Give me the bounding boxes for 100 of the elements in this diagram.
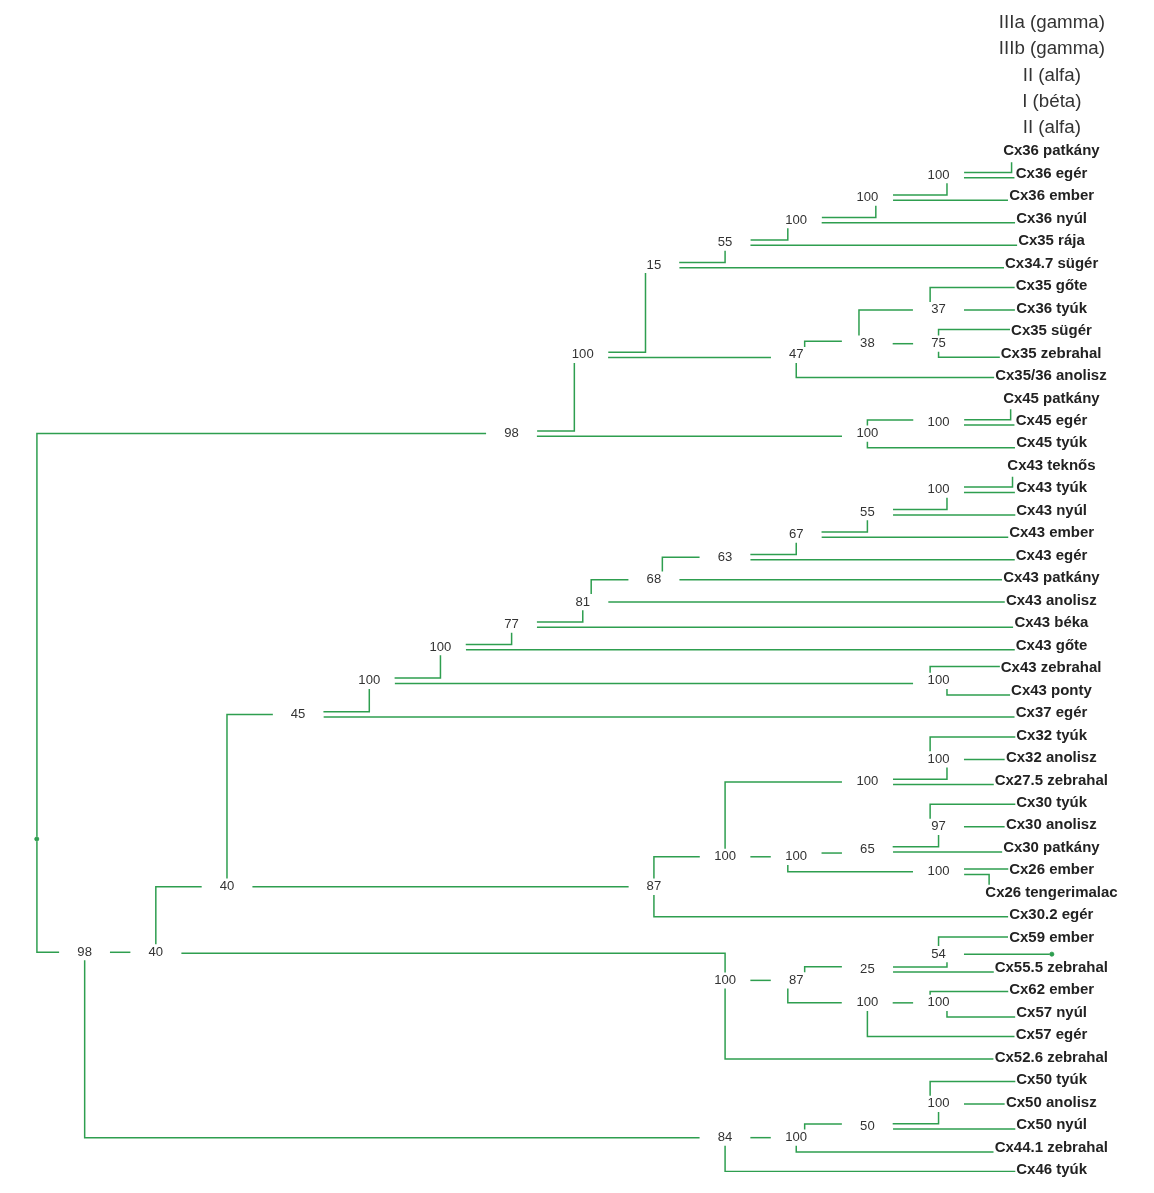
connector <box>787 864 914 873</box>
connector <box>607 356 772 359</box>
node-text: Cx44.1 zebrahal <box>994 1137 1108 1155</box>
connector <box>83 959 701 1139</box>
connector <box>180 952 726 974</box>
node-text: Cx57 egér <box>1015 1025 1088 1043</box>
label: I (béta) <box>1022 89 1082 111</box>
node-text: 98 <box>77 943 92 959</box>
connector <box>820 852 843 854</box>
node-text: 81 <box>575 593 591 609</box>
node-text: 63 <box>717 548 733 564</box>
connector <box>963 309 1016 311</box>
node-text: 40 <box>219 878 235 894</box>
connector <box>749 979 772 982</box>
node-text: Cx43 zebrahal <box>1000 658 1102 676</box>
connector <box>749 559 1016 561</box>
connector <box>963 177 1016 179</box>
connector <box>866 419 914 427</box>
node-text: 87 <box>646 878 662 894</box>
node-text: 100 <box>856 425 879 441</box>
node-text: 38 <box>860 335 875 351</box>
connector <box>866 1010 1016 1038</box>
node-text: 100 <box>714 848 737 864</box>
node-text: Cx35 sügér <box>1011 321 1092 339</box>
node-text: 100 <box>856 189 879 205</box>
node-text: Cx43 egér <box>1015 545 1088 563</box>
node-text: Cx30.2 egér <box>1009 905 1094 923</box>
node-text: Cx43 gőte <box>1015 635 1088 653</box>
node-text: Cx43 teknős <box>1007 455 1096 473</box>
node-text: 55 <box>860 503 875 519</box>
node-text: Cx26 ember <box>1009 860 1095 878</box>
connector <box>892 783 995 786</box>
node-text: 100 <box>785 848 808 864</box>
node-text: 100 <box>927 863 950 879</box>
connector <box>963 868 1009 870</box>
label: II (alfa) <box>1022 63 1081 85</box>
node-text: 84 <box>717 1129 733 1145</box>
connector <box>963 408 1012 421</box>
connector <box>891 342 914 345</box>
node-text: Cx52.6 zebrahal <box>994 1047 1108 1065</box>
connector <box>963 826 1006 828</box>
connector <box>892 497 948 511</box>
connector <box>795 1145 995 1153</box>
connector <box>858 309 914 337</box>
node-text: 54 <box>931 945 946 961</box>
node-text: Cx45 egér <box>1015 410 1088 428</box>
connector <box>36 840 60 954</box>
connector <box>749 542 797 556</box>
node-text: 100 <box>571 346 594 362</box>
connector <box>929 286 1016 303</box>
connector <box>749 856 772 858</box>
connector <box>963 1103 1006 1105</box>
connector <box>36 432 487 838</box>
connector <box>465 648 1016 651</box>
connector <box>724 987 995 1060</box>
connector <box>109 951 132 954</box>
connector <box>892 971 995 973</box>
node-text: 100 <box>429 638 452 654</box>
connector <box>963 491 1016 494</box>
connector <box>963 161 1013 174</box>
node-text: Cx45 tyúk <box>1016 433 1087 451</box>
connector <box>937 351 1001 359</box>
connector <box>946 688 1011 696</box>
connector <box>607 272 647 354</box>
connector <box>251 886 630 888</box>
connector <box>963 424 1016 426</box>
node-text: Cx27.5 zebrahal <box>994 770 1108 788</box>
connector <box>937 328 1011 337</box>
node-text: Cx36 tyúk <box>1016 298 1087 316</box>
connector <box>465 631 513 646</box>
node-text: 100 <box>927 1095 950 1111</box>
node-text: Cx35 rája <box>1018 231 1085 249</box>
node-text: 98 <box>504 425 519 441</box>
connector <box>226 713 274 880</box>
connector <box>892 199 1009 202</box>
node-text: Cx36 nyúl <box>1016 208 1087 226</box>
connector <box>891 1002 914 1004</box>
connector <box>892 766 948 780</box>
label: IIIa (gamma) <box>998 11 1105 33</box>
connector <box>749 244 1018 246</box>
connector <box>866 440 1016 449</box>
node-text: 50 <box>860 1117 875 1133</box>
connector <box>803 1123 843 1131</box>
node-text: Cx36 patkány <box>1003 141 1100 159</box>
connector <box>322 716 1016 718</box>
connector <box>929 736 1017 753</box>
connector <box>820 536 1009 539</box>
node-text: Cx43 patkány <box>1003 568 1100 586</box>
node-text: Cx30 tyúk <box>1016 792 1087 810</box>
connector <box>661 556 701 573</box>
node-text: 100 <box>856 994 879 1010</box>
node-text: Cx30 patkány <box>1003 837 1100 855</box>
node-text: Cx34.7 sügér <box>1005 253 1099 271</box>
node-text: Cx43 anolisz <box>1005 590 1097 608</box>
connector <box>155 886 203 945</box>
connector <box>892 514 1017 516</box>
connector <box>963 873 990 886</box>
node-text: Cx50 tyúk <box>1016 1070 1087 1088</box>
connector <box>929 665 1001 674</box>
node-text: Cx37 egér <box>1015 703 1088 721</box>
